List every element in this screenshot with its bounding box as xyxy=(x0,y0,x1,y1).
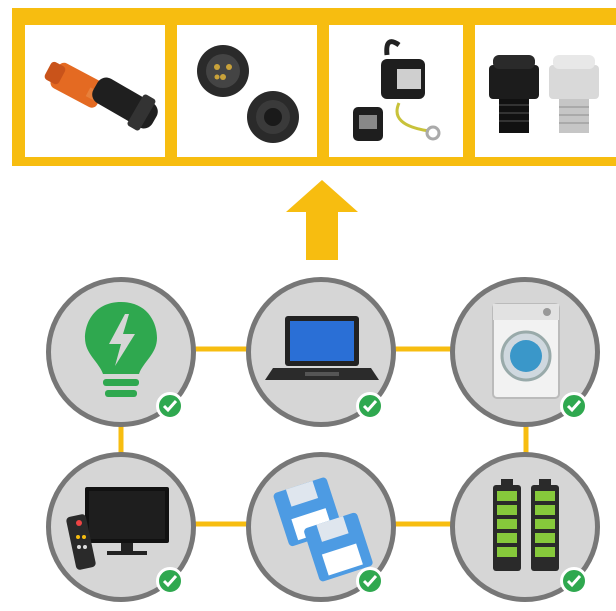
circular-connector-icon xyxy=(197,45,299,143)
check-icon xyxy=(560,392,588,420)
product-tile-gland xyxy=(475,25,616,157)
lightbulb-icon xyxy=(85,302,157,397)
product-tile-rj45 xyxy=(329,25,463,157)
check-icon xyxy=(156,392,184,420)
product-banner xyxy=(12,8,616,166)
product-tile-circular xyxy=(177,25,317,157)
floppy-disk-icon xyxy=(273,477,373,582)
node-lightbulb xyxy=(46,277,196,427)
node-laptop xyxy=(246,277,396,427)
check-icon xyxy=(356,567,384,595)
washing-machine-icon xyxy=(492,303,560,399)
check-icon xyxy=(156,567,184,595)
node-washing-machine xyxy=(450,277,600,427)
television-icon xyxy=(66,487,169,570)
product-tile-terminal xyxy=(25,25,165,157)
battery-icon xyxy=(493,479,559,571)
cable-gland-icon xyxy=(489,55,599,133)
node-battery xyxy=(450,452,600,602)
node-floppy-disk xyxy=(246,452,396,602)
laptop-icon xyxy=(265,316,379,380)
terminal-connector-icon xyxy=(44,61,158,131)
node-television xyxy=(46,452,196,602)
rj45-connector-icon xyxy=(353,39,441,141)
check-icon xyxy=(356,392,384,420)
up-arrow-icon xyxy=(286,180,358,260)
check-icon xyxy=(560,567,588,595)
